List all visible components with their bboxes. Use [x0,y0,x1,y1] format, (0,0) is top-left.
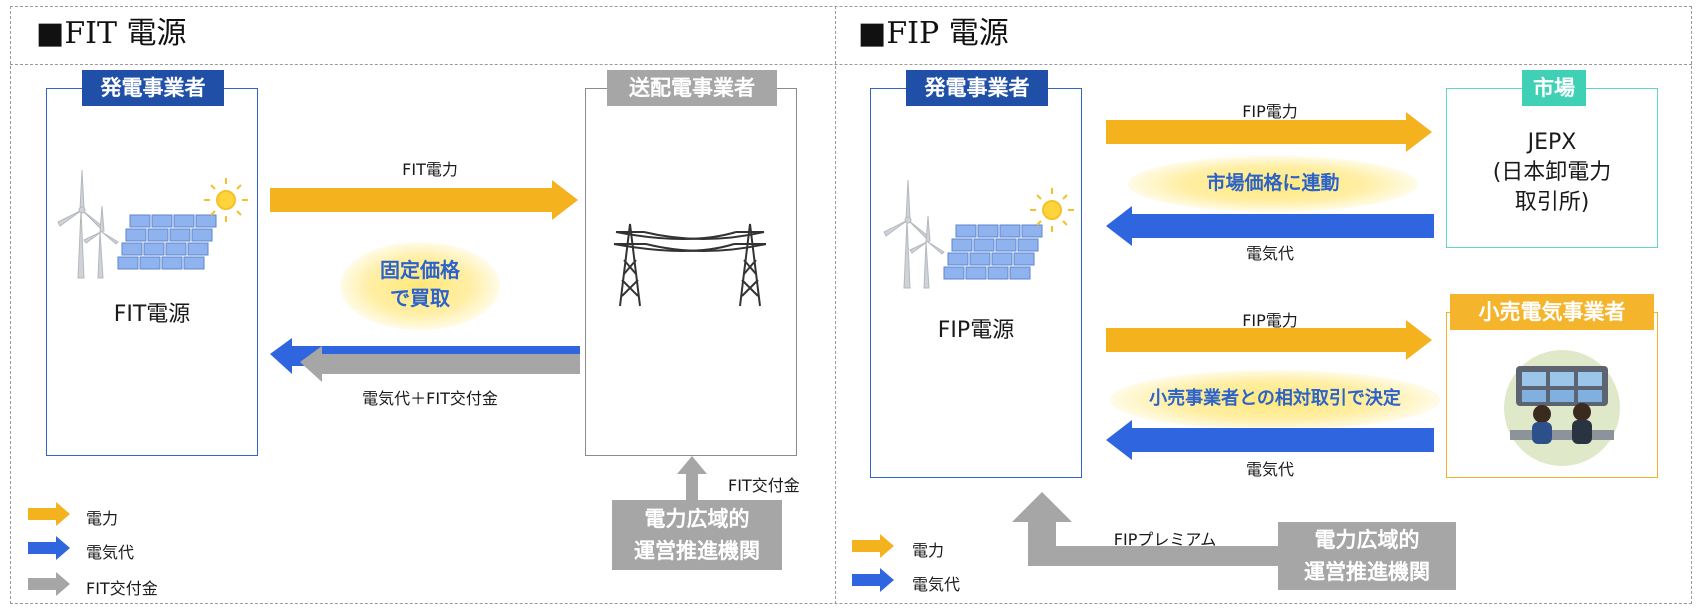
fip-legend-payment-arrow [852,568,894,592]
fip-market-line1: JEPX [1527,130,1577,155]
fip-legend-payment-label: 電気代 [912,575,961,594]
fip-market-tag: 市場 [1522,70,1586,106]
fip-retailer-power-label: FIP電力 [1242,311,1298,330]
fit-fixed-price-glow [340,242,500,330]
solar-panel-icon [943,224,1043,280]
fip-premium-label: FIPプレミアム [1113,530,1217,549]
fit-organization-line2: 運営推進機関 [634,539,760,563]
sun-icon [204,178,248,222]
fit-panel-title: ■FIT 電源 [36,16,187,51]
fit-transmission-tag: 送配電事業者 [607,70,777,106]
fip-source-label: FIP電源 [937,318,1015,343]
fip-retailer-payment-arrow [1106,420,1434,460]
fip-organization-line2: 運営推進機関 [1304,560,1430,584]
fip-retailer-payment-label: 電気代 [1245,460,1294,479]
fit-source-label: FIT電源 [113,302,191,327]
fit-legend-subsidy-label: FIT交付金 [86,579,158,598]
fit-legend-payment-label: 電気代 [86,543,135,562]
fip-legend-power-arrow [852,534,894,558]
fit-legend-power-label: 電力 [86,509,119,528]
fip-market-line2: (日本卸電力 [1492,160,1612,185]
fit-payment-label: 電気代＋FIT交付金 [362,389,498,408]
fit-organization-line1: 電力広域的 [644,507,750,531]
fit-generator-illustration [57,169,248,279]
fit-subsidy-label: FIT交付金 [728,476,800,495]
fip-generator-tag: 発電事業者 [906,70,1048,106]
fip-market-power-label: FIP電力 [1242,102,1298,121]
outer-frame [10,6,1692,604]
fip-market-price-label: 市場価格に連動 [1206,172,1340,194]
fit-fixed-price-line2: で買取 [390,286,450,310]
fit-power-arrow [270,180,578,220]
fip-retailer-tag: 小売電気事業者 [1450,294,1654,330]
fip-relative-trade-glow [1110,370,1440,430]
fip-market-payment-arrow [1106,206,1434,246]
fip-retailer-power-arrow [1106,320,1432,360]
header-divider [10,64,1692,65]
fit-generator-tag: 発電事業者 [82,70,224,106]
solar-panel-icon [117,214,217,270]
fit-subsidy-arrow [677,456,707,506]
wind-turbine-icon [57,169,119,279]
transmission-tower-icon [613,223,767,307]
fit-legend-subsidy-arrow [28,572,70,596]
fip-generator-illustration [883,179,1074,289]
fip-premium-arrow [1012,492,1282,566]
fip-market-box [1446,88,1658,248]
fit-transmission-box [585,88,797,456]
fip-market-price-glow [1128,156,1418,212]
fit-legend-power-arrow [28,502,70,526]
fit-power-flow-label: FIT電力 [402,160,458,179]
retailer-operators-icon [1504,350,1620,466]
fit-payment-arrow [270,338,580,382]
fip-panel-title: ■FIP 電源 [858,16,1009,51]
fip-market-power-arrow [1106,112,1432,152]
fip-legend-power-label: 電力 [912,541,945,560]
panel-divider [835,6,836,604]
fip-organization-line1: 電力広域的 [1314,528,1420,552]
fip-market-payment-label: 電気代 [1245,244,1294,263]
wind-turbine-icon [883,179,945,289]
fit-organization-block: 電力広域的 運営推進機関 [612,500,782,570]
fit-fixed-price-line1: 固定価格 [380,258,460,282]
fip-market-line3: 取引所) [1514,190,1590,215]
fip-organization-block: 電力広域的 運営推進機関 [1278,522,1456,590]
fit-legend-payment-arrow [28,536,70,560]
fip-relative-trade-label: 小売事業者との相対取引で決定 [1149,388,1401,409]
sun-icon [1030,188,1074,232]
